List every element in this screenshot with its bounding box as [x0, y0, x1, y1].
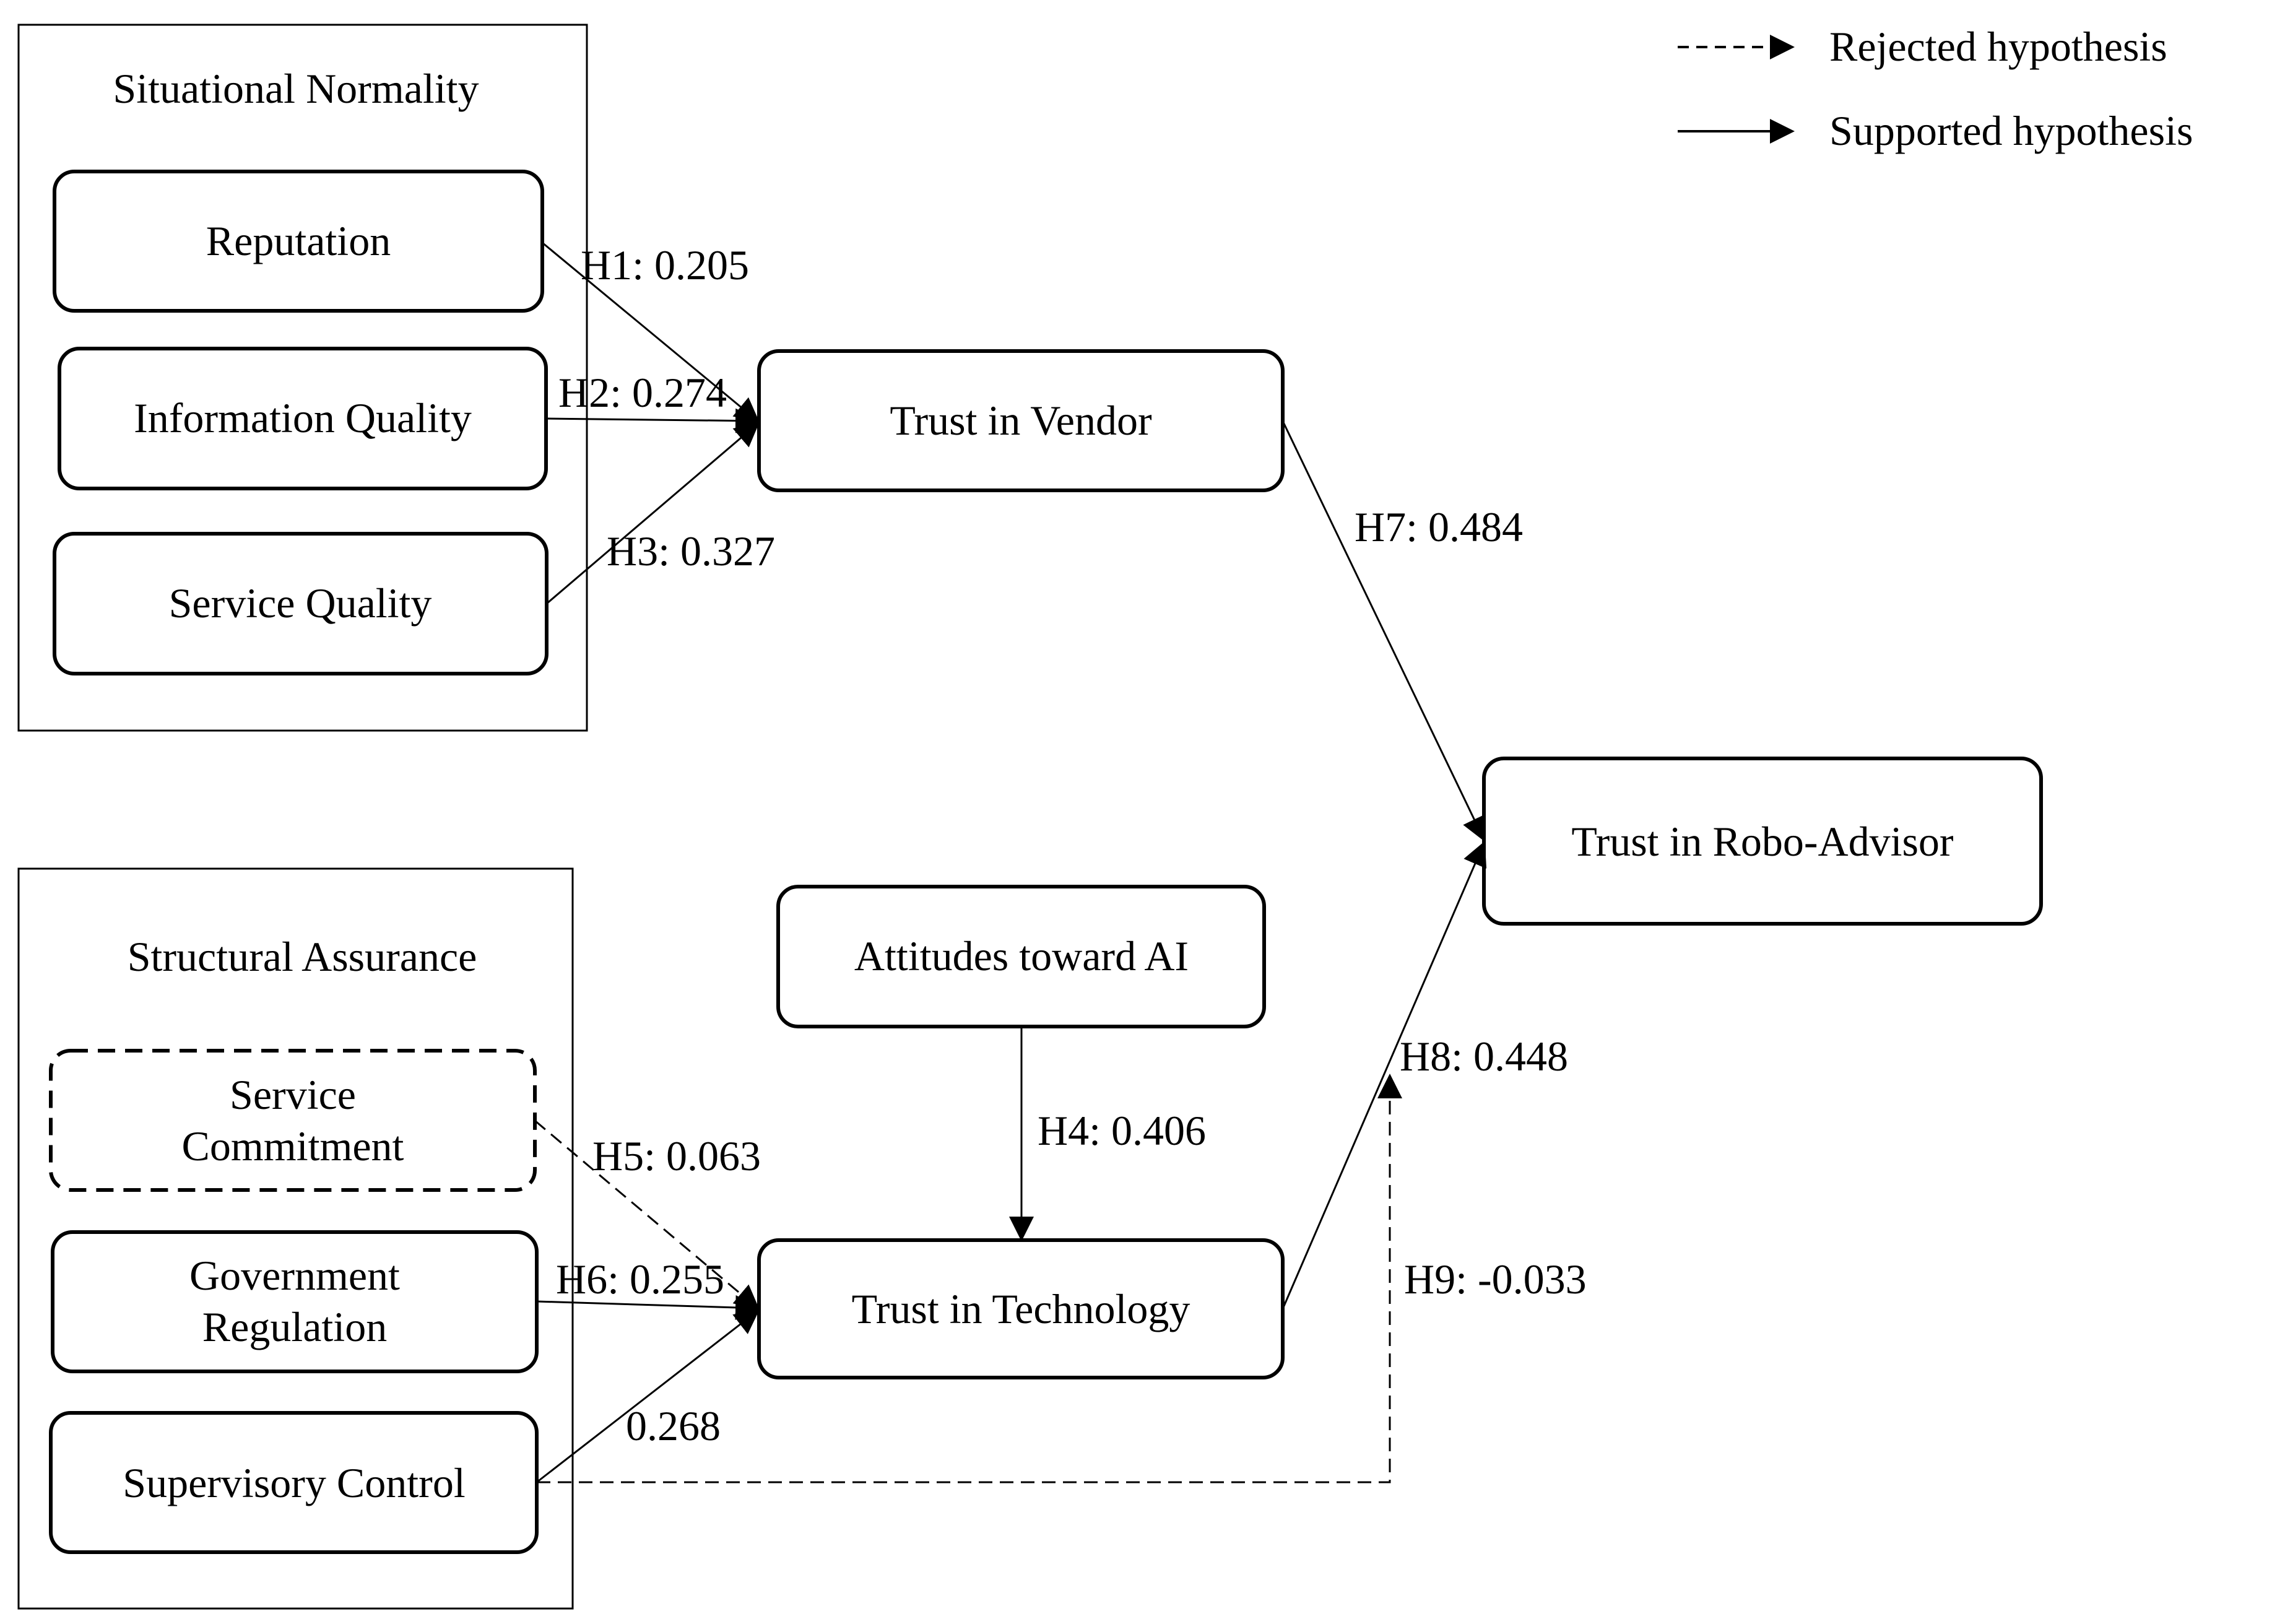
- label-h9: H9: -0.033: [1404, 1256, 1587, 1303]
- node-supervisory-control-label: Supervisory Control: [123, 1459, 465, 1506]
- node-trust-in-technology-label: Trust in Technology: [852, 1285, 1190, 1332]
- legend-supported-label: Supported hypothesis: [1829, 107, 2193, 154]
- node-government-regulation-label-line2: Regulation: [202, 1303, 387, 1350]
- label-h8: H8: 0.448: [1400, 1033, 1568, 1080]
- label-h4: H4: 0.406: [1038, 1107, 1206, 1154]
- node-attitudes-toward-ai-label: Attitudes toward AI: [854, 932, 1189, 979]
- situational-normality-frame: [17, 24, 588, 732]
- situational-normality-group: Situational Normality: [17, 24, 588, 732]
- label-h7: H7: 0.484: [1355, 503, 1523, 550]
- node-service-commitment: Service Commitment: [49, 1049, 537, 1192]
- path-h7-vendor-to-robo-advisor: [1281, 420, 1486, 842]
- node-service-quality-label: Service Quality: [169, 580, 432, 627]
- path-h9-supervisory-to-robo-advisor: [537, 1074, 1402, 1483]
- path-h1-reputation-to-vendor: [542, 241, 760, 423]
- node-service-commitment-label-line1: Service: [230, 1071, 356, 1118]
- node-trust-in-vendor: Trust in Vendor: [757, 349, 1285, 492]
- label-h5: H5: 0.063: [592, 1132, 761, 1179]
- structural-assurance-group: Structural Assurance: [17, 867, 574, 1610]
- node-trust-in-vendor-label: Trust in Vendor: [890, 397, 1152, 444]
- node-trust-in-technology: Trust in Technology: [757, 1238, 1285, 1379]
- node-reputation: Reputation: [53, 170, 544, 313]
- path-h5-commitment-to-technology: [534, 1119, 760, 1310]
- situational-normality-title: Situational Normality: [113, 65, 479, 112]
- structural-assurance-title: Structural Assurance: [128, 933, 477, 980]
- node-attitudes-toward-ai: Attitudes toward AI: [776, 885, 1266, 1028]
- node-government-regulation: Government Regulation: [51, 1230, 539, 1373]
- structural-assurance-frame: [17, 867, 574, 1610]
- path-h3-service-quality-to-vendor: [546, 422, 760, 605]
- label-h1: H1: 0.205: [581, 241, 749, 289]
- label-supervisory-to-technology: 0.268: [626, 1402, 721, 1449]
- label-h6: H6: 0.255: [556, 1256, 724, 1303]
- legend-rejected-label: Rejected hypothesis: [1829, 23, 2167, 70]
- node-trust-in-robo-advisor: Trust in Robo-Advisor: [1482, 757, 2043, 926]
- node-government-regulation-label-line1: Government: [189, 1252, 400, 1299]
- legend: Rejected hypothesis Supported hypothesis: [1678, 23, 2193, 154]
- node-supervisory-control: Supervisory Control: [49, 1411, 539, 1554]
- node-trust-in-robo-advisor-label: Trust in Robo-Advisor: [1571, 818, 1954, 865]
- node-information-quality: Information Quality: [58, 347, 548, 490]
- label-h3: H3: 0.327: [607, 528, 775, 575]
- node-service-quality: Service Quality: [53, 532, 548, 675]
- path-h2-information-to-vendor: [545, 408, 760, 433]
- node-information-quality-label: Information Quality: [134, 394, 472, 441]
- label-h2: H2: 0.274: [558, 369, 727, 416]
- node-service-commitment-label-line2: Commitment: [182, 1122, 404, 1170]
- path-supervisory-to-technology: [536, 1309, 760, 1483]
- node-reputation-label: Reputation: [206, 217, 391, 264]
- path-h6-regulation-to-technology: [536, 1295, 760, 1320]
